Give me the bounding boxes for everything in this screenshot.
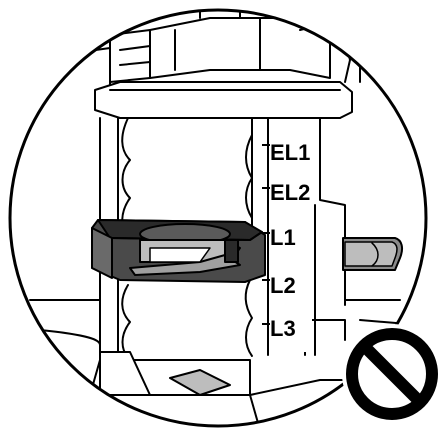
label-l1: L1 bbox=[270, 225, 296, 250]
label-el2: EL2 bbox=[270, 180, 310, 205]
label-strip bbox=[270, 128, 312, 352]
prohibited-icon bbox=[342, 324, 442, 424]
label-ticks bbox=[262, 144, 270, 325]
top-housing bbox=[59, 10, 411, 91]
magnifier-circle bbox=[8, 8, 428, 428]
magnified-detail bbox=[29, 10, 421, 426]
label-l2: L2 bbox=[270, 273, 296, 298]
position-labels: EL1 EL2 L1 L2 L3 bbox=[270, 140, 310, 341]
upper-collar bbox=[94, 81, 353, 119]
lower-base bbox=[29, 299, 421, 426]
lens-disk bbox=[91, 219, 266, 283]
label-el1: EL1 bbox=[270, 140, 310, 165]
label-l3: L3 bbox=[270, 316, 296, 341]
side-tab bbox=[342, 237, 404, 271]
